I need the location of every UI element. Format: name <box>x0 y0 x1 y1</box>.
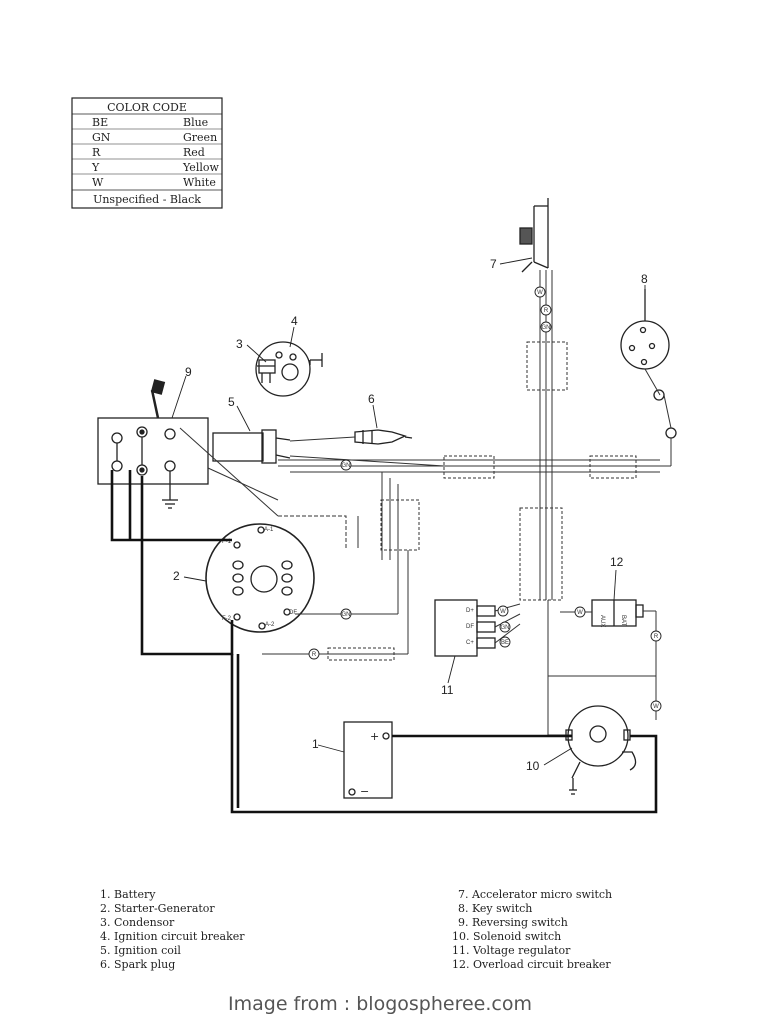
wiring-harness <box>179 270 672 736</box>
spark-plug <box>354 429 413 445</box>
key-switch <box>620 289 677 439</box>
wire-marker-label: GN <box>342 463 351 469</box>
color-code-table: COLOR CODE BE Blue GN Green R Red Y Yell… <box>71 97 223 209</box>
wire-marker-label: R <box>544 308 549 314</box>
power-cables <box>110 470 658 814</box>
wire-marker-label: W <box>653 704 659 710</box>
callout-8: 8 <box>641 272 648 286</box>
callout-7: 7 <box>490 257 497 271</box>
terminal-label: C+ <box>466 640 474 646</box>
wire-marker-label: GN <box>542 325 551 331</box>
reversing-switch <box>97 379 209 509</box>
color-code-abbr: BE <box>92 116 108 129</box>
color-code-footer: Unspecified - Black <box>93 193 201 206</box>
battery: + − <box>343 721 393 799</box>
legend-item: 6. Spark plug <box>100 958 175 971</box>
color-code-abbr: R <box>92 146 101 159</box>
terminal-label: A-1 <box>264 527 274 533</box>
color-code-name: White <box>183 176 216 189</box>
battery-plus-label: + <box>370 730 379 743</box>
legend-item: 3. Condensor <box>100 916 175 929</box>
wire-marker-label: BE <box>501 640 509 646</box>
legend-item: 11. Voltage regulator <box>452 944 571 957</box>
image-source-watermark: Image from : blogospheree.com <box>228 993 532 1015</box>
overload-circuit-breaker: AUX BAT <box>591 599 644 627</box>
callout-1: 1 <box>312 737 319 751</box>
legend-item: 7. Accelerator micro switch <box>458 888 612 901</box>
solenoid-switch <box>565 705 637 795</box>
terminal-label: BAT <box>620 615 626 627</box>
callout-4: 4 <box>291 314 298 328</box>
color-code-abbr: GN <box>92 131 111 144</box>
callout-9: 9 <box>185 365 192 379</box>
callout-10: 10 <box>526 759 540 773</box>
color-code-abbr: W <box>92 176 104 189</box>
callout-2: 2 <box>173 569 180 583</box>
terminal-label: A-2 <box>265 622 275 628</box>
terminal-label: DF <box>466 624 474 630</box>
callout-5: 5 <box>228 395 235 409</box>
callout-12: 12 <box>610 555 624 569</box>
callout-11: 11 <box>441 683 454 697</box>
wire-marker-label: W <box>577 610 583 616</box>
wire-marker-label: W <box>500 609 506 615</box>
callout-6: 6 <box>368 392 375 406</box>
wire-marker-label: GN <box>501 625 510 631</box>
battery-minus-label: − <box>360 785 369 798</box>
color-code-title: COLOR CODE <box>107 101 187 114</box>
legend-item: 2. Starter-Generator <box>100 902 215 915</box>
starter-generator: A-1 F-1 F-2 DF A-2 <box>205 523 315 633</box>
wire-markers: W R GN GN GN R W GN BE W R W <box>308 286 662 712</box>
legend-item: 4. Ignition circuit breaker <box>100 930 245 943</box>
wire-marker-label: R <box>312 652 317 658</box>
terminal-label: D+ <box>466 608 474 614</box>
voltage-regulator: D+ DF C+ <box>434 599 496 657</box>
color-code-name: Blue <box>183 116 208 129</box>
terminal-label: AUX <box>599 615 605 627</box>
terminal-label: F-2 <box>222 616 232 622</box>
callout-3: 3 <box>236 337 243 351</box>
component-legend: 1. Battery 2. Starter-Generator 3. Conde… <box>100 888 612 971</box>
legend-item: 5. Ignition coil <box>100 944 181 957</box>
accelerator-micro-switch <box>519 198 549 273</box>
color-code-name: Yellow <box>182 161 219 174</box>
wire-marker-label: GN <box>342 612 351 618</box>
terminal-label: DF <box>289 610 297 616</box>
legend-item: 9. Reversing switch <box>458 916 568 929</box>
color-code-name: Green <box>183 131 217 144</box>
legend-item: 1. Battery <box>100 888 156 901</box>
wire-marker-label: R <box>654 634 659 640</box>
legend-item: 10. Solenoid switch <box>452 930 561 943</box>
callout-leaders <box>171 257 646 766</box>
terminal-label: F-1 <box>222 539 232 545</box>
legend-item: 8. Key switch <box>458 902 532 915</box>
ignition-breaker <box>255 341 323 397</box>
ignition-coil <box>212 429 291 464</box>
callout-numbers: 1 2 3 4 5 6 7 8 9 10 11 12 <box>173 257 648 773</box>
wire-marker-label: W <box>537 290 543 296</box>
legend-item: 12. Overload circuit breaker <box>452 958 611 971</box>
color-code-abbr: Y <box>91 161 100 174</box>
color-code-name: Red <box>183 146 205 159</box>
